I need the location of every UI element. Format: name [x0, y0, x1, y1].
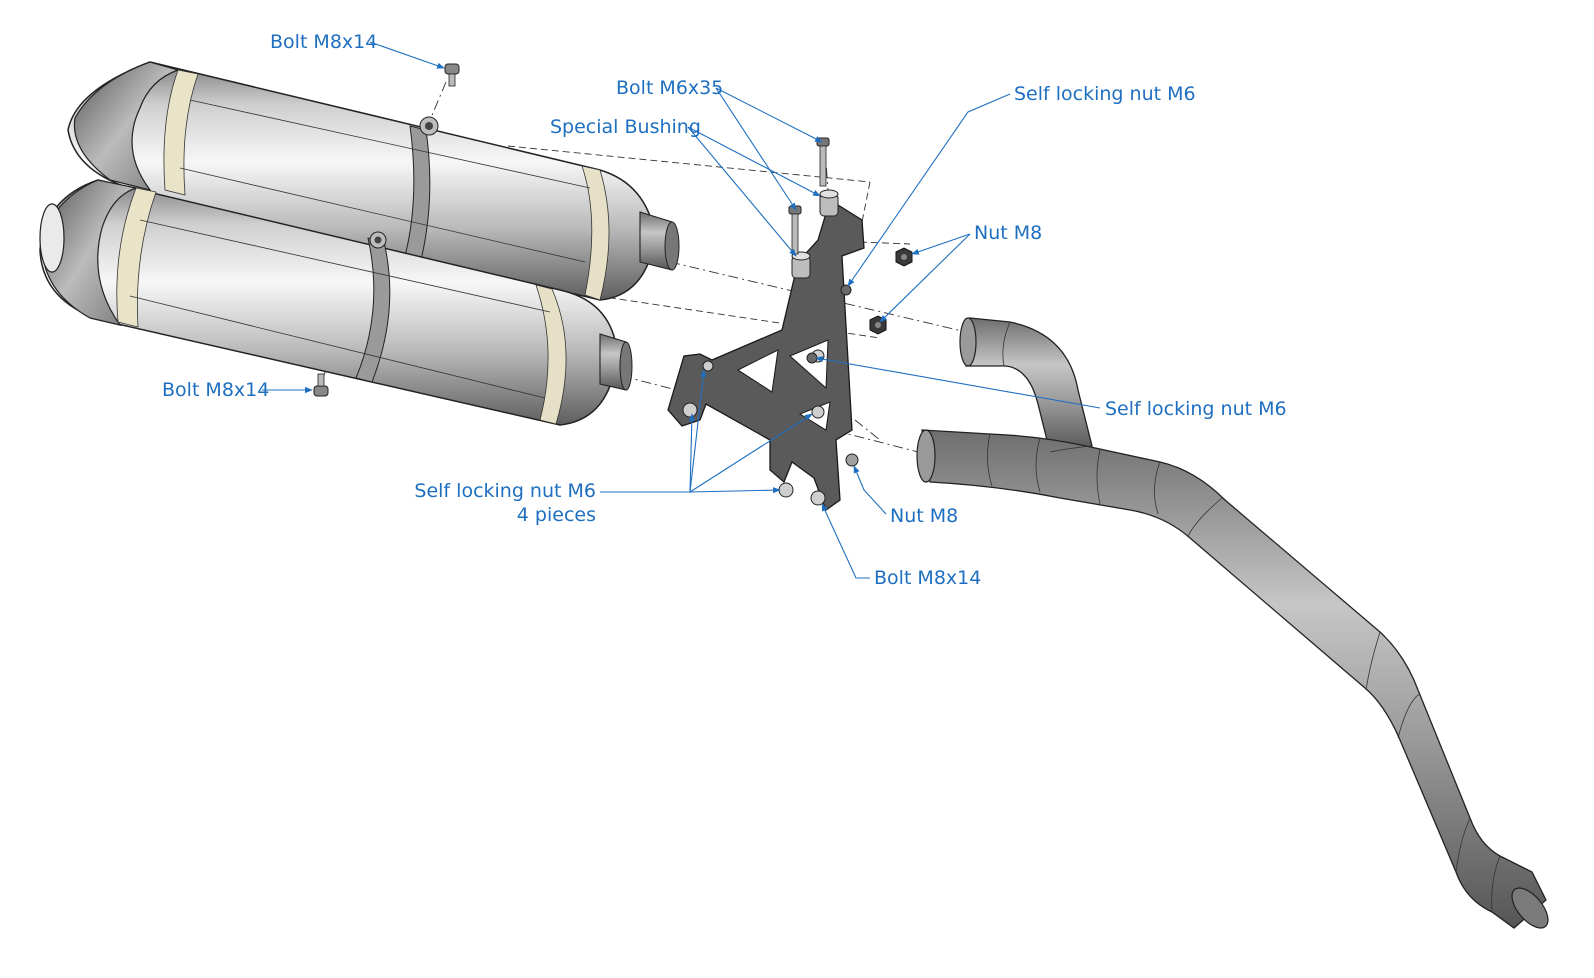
label-bolt-m6x35: Bolt M6x35: [616, 77, 723, 99]
upper-silencer: [67, 61, 680, 301]
label-self-locking-nut-m6-top: Self locking nut M6: [1014, 83, 1196, 105]
mounting-bracket: [667, 189, 865, 512]
label-four-pieces: 4 pieces: [517, 504, 596, 526]
header-pipes: [916, 317, 1549, 929]
label-bolt-m8x14-top: Bolt M8x14: [270, 31, 377, 53]
label-nut-m8-bottom: Nut M8: [890, 505, 958, 527]
label-self-locking-nut-m6-right: Self locking nut M6: [1105, 398, 1287, 420]
label-nut-m8-right: Nut M8: [974, 222, 1042, 244]
leader-lines: [262, 41, 1101, 579]
label-bolt-m8x14-left: Bolt M8x14: [162, 379, 269, 401]
label-special-bushing: Special Bushing: [550, 116, 701, 138]
callout-labels: Bolt M8x14 Bolt M6x35 Special Bushing Se…: [162, 31, 1287, 589]
label-self-locking-nut-m6-bottom: Self locking nut M6: [414, 480, 596, 502]
lower-silencer: [39, 179, 633, 426]
label-bolt-m8x14-bottom: Bolt M8x14: [874, 567, 981, 589]
